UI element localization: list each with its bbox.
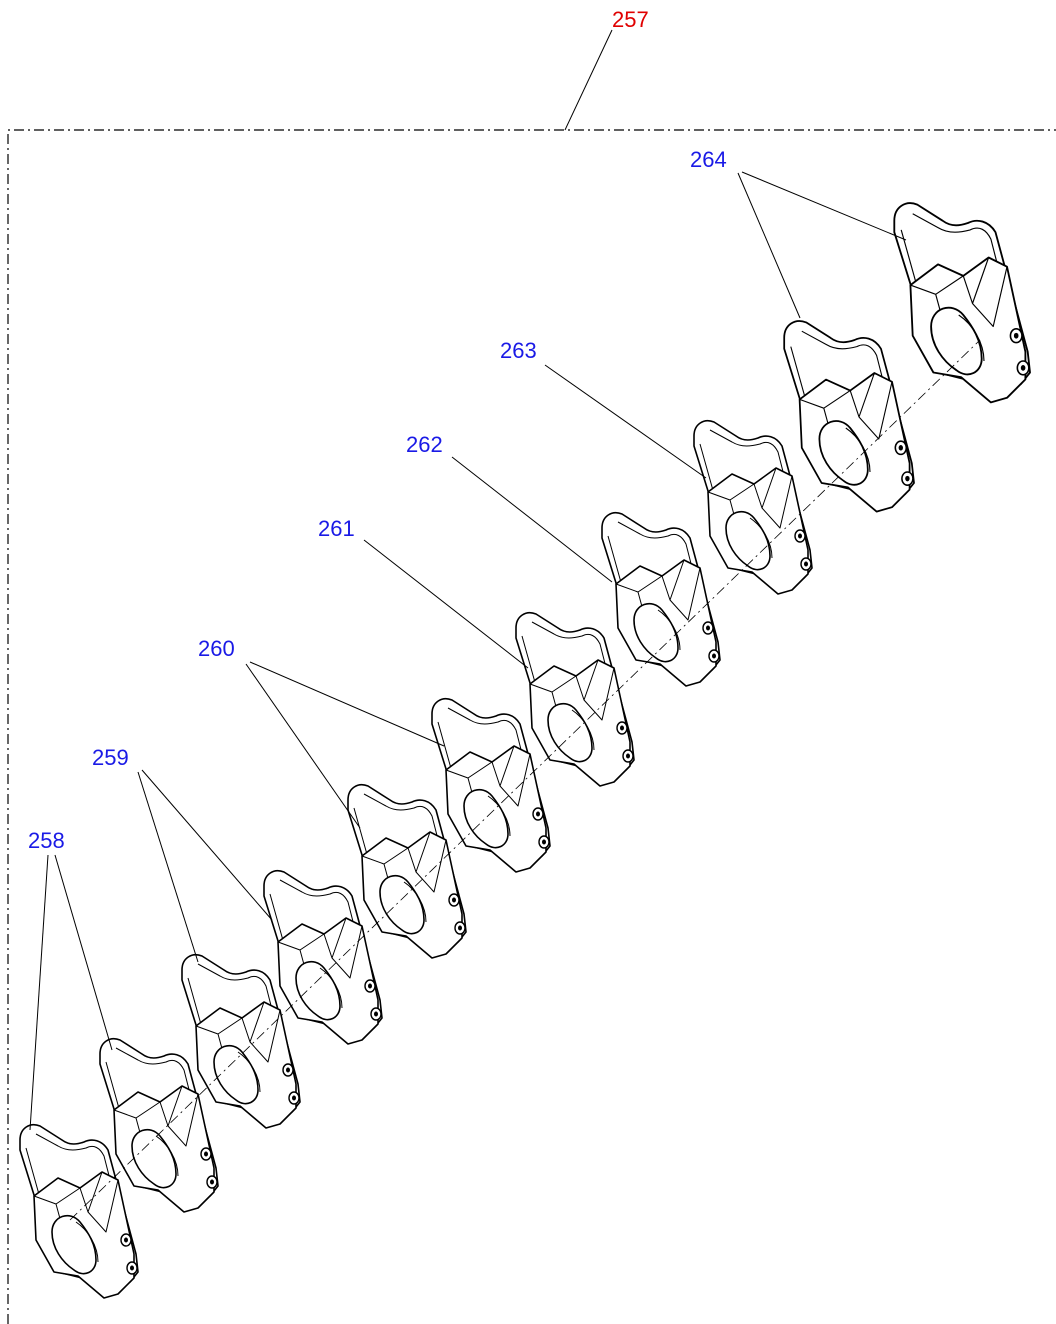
clamp-block-facets	[799, 372, 893, 440]
clamp-bore-inner	[958, 314, 985, 362]
screw-socket	[898, 445, 903, 451]
leader-258-a	[29, 854, 49, 1131]
screw-socket	[620, 725, 624, 731]
screw-socket	[1013, 332, 1019, 339]
clamp-half	[263, 870, 383, 1045]
clamp-half	[693, 420, 813, 595]
screw-socket	[210, 1179, 214, 1185]
leader-260-a	[245, 663, 361, 829]
clamp-bracket-inner	[353, 793, 457, 911]
clamp-bore-inner	[845, 427, 871, 473]
leader-264-a	[737, 172, 801, 319]
clamp-bracket-inner	[699, 429, 803, 547]
clamp-block-facets	[445, 745, 531, 807]
clamp-block-facets	[113, 1085, 199, 1147]
screw-socket	[536, 811, 540, 817]
leader-262	[451, 456, 613, 583]
label-260: 260	[198, 636, 235, 661]
screw-socket	[292, 1095, 296, 1101]
clamp-half	[347, 784, 467, 959]
leader-259-b	[141, 769, 273, 921]
label-264: 264	[690, 147, 727, 172]
screw-socket	[458, 925, 462, 931]
clamp-block-facets	[277, 917, 363, 979]
screw-socket	[1020, 365, 1026, 371]
screw-socket	[712, 653, 716, 659]
clamp-bore-inner	[237, 1051, 261, 1093]
label-259: 259	[92, 745, 129, 770]
clamp-half	[181, 954, 301, 1129]
leader-264-b	[741, 171, 907, 241]
assembly-boundary	[7, 129, 1056, 1324]
screw-socket	[374, 1011, 378, 1017]
clamp-bracket-inner	[269, 879, 373, 997]
label-261: 261	[318, 516, 355, 541]
clamp-parts	[19, 202, 1031, 1299]
clamp-bracket-inner	[521, 621, 625, 739]
clamp-bracket-inner	[790, 330, 904, 459]
screw-socket	[452, 897, 456, 903]
clamp-block-facets	[361, 831, 447, 893]
label-258: 258	[28, 828, 65, 853]
assembly-label: 257	[612, 7, 649, 32]
clamp-block-facets	[707, 467, 793, 529]
leader-258-b	[54, 854, 113, 1051]
leader-260-b	[249, 661, 445, 747]
clamp-bore-inner	[403, 881, 427, 923]
clamp-bore-inner	[487, 795, 511, 837]
center-axis	[69, 339, 981, 1221]
clamp-half	[19, 1124, 139, 1299]
clamp-block-facets	[33, 1171, 119, 1233]
clamp-half	[783, 320, 915, 513]
leader-259-a	[137, 771, 199, 963]
callout-labels: 258 259 260 261 262 263 264	[28, 147, 727, 853]
screw-socket	[130, 1265, 134, 1271]
screw-socket	[368, 983, 372, 989]
clamp-block-facets	[615, 559, 701, 621]
clamp-block-facets	[529, 659, 615, 721]
screw-socket	[804, 561, 808, 567]
clamp-bore-inner	[75, 1221, 99, 1263]
clamp-half	[515, 612, 635, 787]
assembly-leader	[564, 29, 613, 131]
label-263: 263	[500, 338, 537, 363]
clamp-bracket-inner	[187, 963, 291, 1081]
clamp-bracket-inner	[25, 1133, 129, 1251]
clamp-half	[601, 512, 721, 687]
screw-socket	[542, 839, 546, 845]
clamp-bore-inner	[657, 609, 681, 651]
clamp-block-facets	[910, 257, 1008, 328]
screw-socket	[204, 1151, 208, 1157]
clamp-bracket-inner	[105, 1047, 209, 1165]
label-262: 262	[406, 432, 443, 457]
leader-263	[544, 364, 707, 479]
clamp-bracket-inner	[437, 707, 541, 825]
screw-socket	[286, 1067, 290, 1073]
clamp-bore-inner	[571, 709, 595, 751]
screw-socket	[626, 753, 630, 759]
clamp-bore-inner	[155, 1135, 179, 1177]
clamp-bore-inner	[749, 517, 773, 559]
clamp-bracket-inner	[607, 521, 711, 639]
screw-socket	[905, 475, 910, 482]
clamp-block-facets	[195, 1001, 281, 1063]
screw-socket	[706, 625, 710, 631]
leader-261	[363, 539, 529, 669]
clamp-half	[431, 698, 551, 873]
clamp-half	[99, 1038, 219, 1213]
callout-leaders	[29, 171, 907, 1131]
screw-socket	[798, 533, 802, 539]
clamp-half	[893, 202, 1031, 404]
clamp-bore-inner	[319, 967, 343, 1009]
screw-socket	[124, 1237, 128, 1243]
